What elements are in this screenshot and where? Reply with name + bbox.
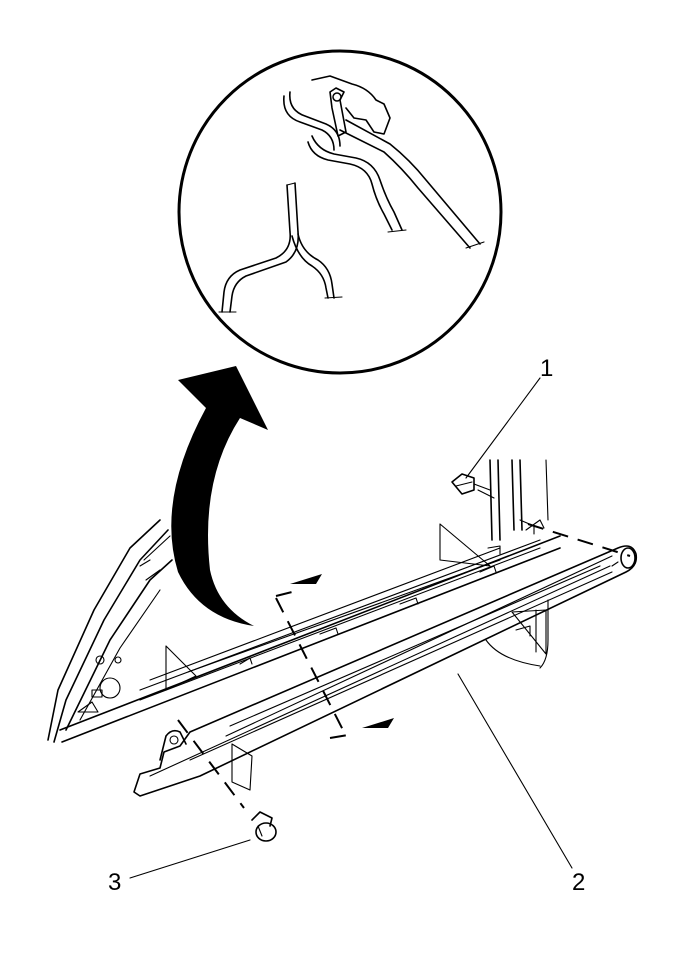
leader-3 — [129, 839, 251, 879]
belt-molding — [133, 545, 638, 797]
callout-leaders — [129, 377, 573, 879]
alignment-lines — [177, 523, 631, 809]
callout-3-label: 3 — [108, 869, 121, 896]
callout-1-label: 1 — [540, 355, 553, 382]
fastener-3 — [251, 811, 277, 842]
clip-detail-left — [218, 182, 343, 313]
leader-2 — [457, 673, 573, 869]
leader-1 — [465, 377, 541, 479]
callout-2-label: 2 — [572, 869, 585, 896]
clip-detail-upper — [283, 75, 485, 249]
detail-arrow — [171, 366, 268, 626]
door-frame — [47, 459, 561, 743]
screw-1 — [451, 473, 491, 495]
guide-planes — [165, 523, 547, 791]
direction-arrows — [290, 574, 394, 728]
detail-view — [177, 49, 503, 375]
detail-circle — [177, 49, 503, 375]
